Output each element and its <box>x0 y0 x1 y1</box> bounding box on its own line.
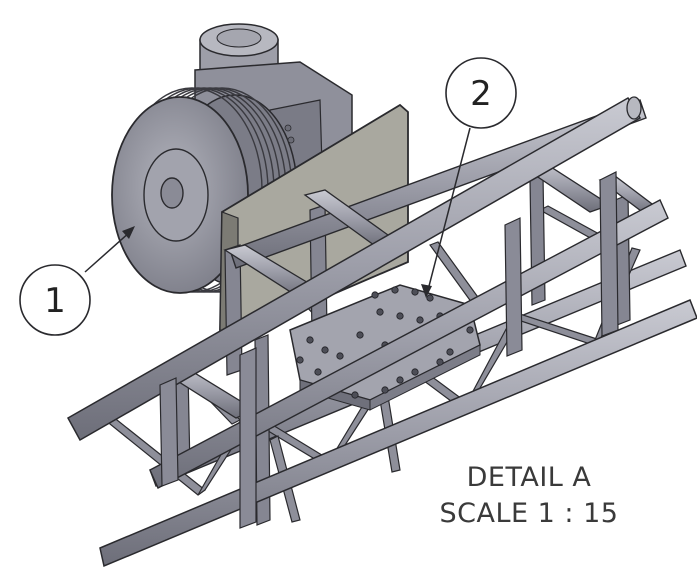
detail-title: DETAIL A <box>466 462 592 493</box>
callout-2-number: 2 <box>470 74 492 114</box>
callout-1-arrowhead <box>122 226 135 239</box>
chord-end-cap <box>626 96 642 120</box>
callout-2-balloon <box>445 57 517 129</box>
truss-front-verticals <box>159 171 619 529</box>
callout-1-leader <box>84 231 131 273</box>
callout-2-arrowhead <box>421 284 432 298</box>
truss-frame <box>66 96 697 568</box>
truss-chord-front-upper <box>66 96 642 442</box>
motor-winch-assembly <box>111 23 409 336</box>
truss-chord-front-mid <box>149 199 669 489</box>
callout-1-balloon <box>19 264 91 336</box>
callout-1-number: 1 <box>44 281 66 321</box>
truss-chord-back-upper <box>229 99 647 269</box>
detail-scale: SCALE 1 : 15 <box>439 498 619 529</box>
plate-bolts <box>284 124 295 144</box>
reel-shaft <box>160 177 184 209</box>
callout-2-leader <box>427 127 471 291</box>
callout-1: 1 <box>19 226 135 336</box>
callout-2: 2 <box>421 57 517 298</box>
